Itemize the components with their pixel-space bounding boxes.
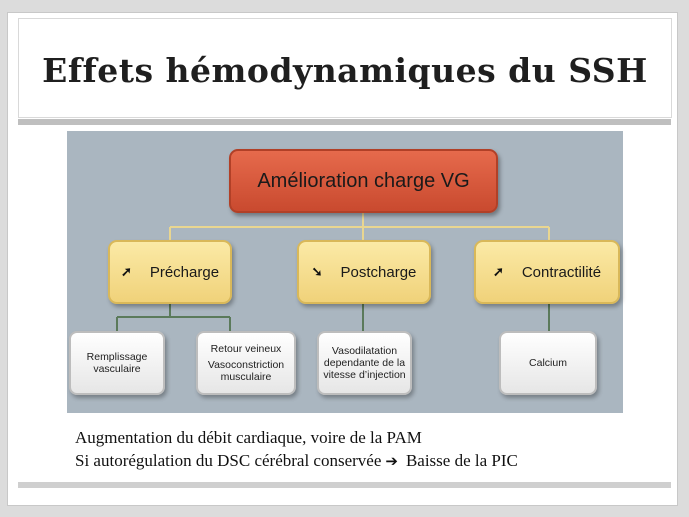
leaf-line: Calcium <box>529 357 567 369</box>
leaf-line: dependante de la <box>323 357 406 369</box>
leaf-line: Vasodilatation <box>331 345 398 357</box>
title-box: Effets hémodynamiques du SSH <box>18 18 672 118</box>
leaf-node-retour-veineux: Retour veineux Vasoconstriction musculai… <box>196 331 296 395</box>
branch-node-postcharge: ➘ Postcharge <box>297 240 431 304</box>
right-arrow-icon: ➔ <box>385 452 398 470</box>
leaf-line: musculaire <box>220 371 272 383</box>
leaf-line: Vasoconstriction <box>207 359 285 371</box>
branch-label: Postcharge <box>340 263 417 281</box>
title-divider <box>18 119 671 125</box>
branch-label: Contractilité <box>521 263 602 281</box>
up-right-arrow-icon: ➚ <box>120 264 132 279</box>
bottom-divider <box>18 482 671 488</box>
leaf-line: Remplissage <box>86 351 148 363</box>
hierarchy-diagram: Amélioration charge VG ➚ Précharge ➘ Pos… <box>67 131 623 413</box>
connector-lines <box>116 213 550 331</box>
page-title: Effets hémodynamiques du SSH <box>42 51 648 90</box>
leaf-node-vasodilatation: Vasodilatation dependante de la vitesse … <box>317 331 412 395</box>
caption-text: Baisse de la PIC <box>405 451 518 470</box>
caption-text: Si autorégulation du DSC cérébral conser… <box>75 451 382 470</box>
root-node: Amélioration charge VG <box>229 149 498 213</box>
branch-node-contractilite: ➚ Contractilité <box>474 240 620 304</box>
leaf-line: vasculaire <box>93 363 141 375</box>
branch-label: Précharge <box>149 263 220 281</box>
leaf-line: vitesse d’injection <box>323 369 406 381</box>
down-right-arrow-icon: ➘ <box>311 264 323 279</box>
leaf-node-calcium: Calcium <box>499 331 597 395</box>
branch-node-precharge: ➚ Précharge <box>108 240 232 304</box>
caption-line-2: Si autorégulation du DSC cérébral conser… <box>75 451 518 471</box>
caption-line-1: Augmentation du débit cardiaque, voire d… <box>75 428 422 447</box>
up-right-arrow-icon: ➚ <box>492 264 504 279</box>
leaf-node-remplissage: Remplissage vasculaire <box>69 331 165 395</box>
leaf-line: Retour veineux <box>210 343 282 355</box>
